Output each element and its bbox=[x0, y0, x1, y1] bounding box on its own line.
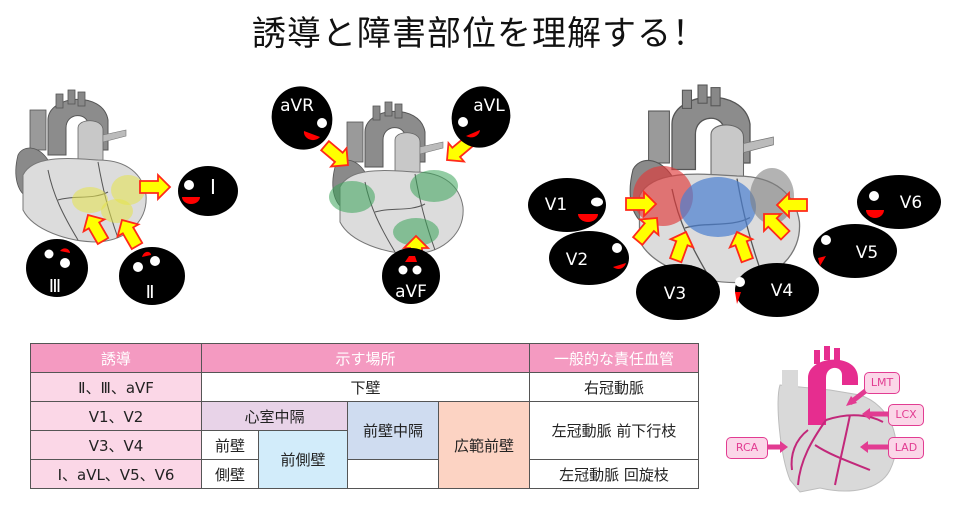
augmented-highlight bbox=[329, 181, 375, 213]
lead-face-I: Ⅰ bbox=[178, 166, 238, 216]
lead-cell: V1、V2 bbox=[30, 401, 202, 431]
heart-panel-augmented: aVR aVL aVF bbox=[271, 86, 511, 304]
page-title: 誘導と障害部位を理解する！ bbox=[252, 14, 707, 54]
coronary-heart bbox=[768, 346, 897, 493]
inferior-highlight bbox=[101, 199, 133, 223]
lead-cell: Ⅰ、aVL、V5、V6 bbox=[30, 459, 202, 489]
aorta bbox=[808, 359, 858, 425]
coronary-label-lcx: LCX bbox=[888, 404, 924, 426]
heart-panel-limb: Ⅰ Ⅲ Ⅱ bbox=[15, 89, 238, 305]
arrow-icon bbox=[862, 408, 870, 420]
lead-face-V3: V3 bbox=[636, 264, 720, 320]
lead-label: Ⅰ bbox=[210, 175, 216, 199]
heart-panel-precordial: V1 V2 V3 V4 V5 V6 bbox=[528, 84, 941, 320]
site-cell: 下壁 bbox=[201, 372, 530, 402]
lead-face-V5: V5 bbox=[813, 224, 897, 278]
arrow-icon bbox=[780, 441, 788, 453]
site-cell: 側壁 bbox=[201, 459, 259, 489]
vessel-cell: 左冠動脈 回旋枝 bbox=[529, 459, 699, 489]
site-cell: 心室中隔 bbox=[201, 401, 348, 431]
arrow-icon bbox=[860, 441, 868, 453]
header-lead: 誘導 bbox=[30, 343, 202, 373]
lead-label: aVL bbox=[473, 96, 505, 116]
lead-label: V1 bbox=[545, 195, 567, 215]
anterior-highlight bbox=[680, 177, 756, 237]
lead-cell: V3、V4 bbox=[30, 430, 202, 460]
lead-face-V6: V6 bbox=[857, 175, 941, 229]
vessel-cell: 左冠動脈 前下行枝 bbox=[529, 401, 699, 460]
inferior-highlight bbox=[72, 187, 108, 213]
header-vessel: 一般的な責任血管 bbox=[529, 343, 699, 373]
lead-label: Ⅱ bbox=[146, 282, 155, 303]
empty-cell bbox=[347, 459, 439, 489]
table-row: Ⅰ、aVL、V5、V6 側壁 左冠動脈 回旋枝 bbox=[30, 459, 699, 489]
lead-label: V6 bbox=[900, 193, 922, 213]
arrow-icon bbox=[846, 396, 857, 406]
lead-label: aVR bbox=[280, 96, 314, 116]
header-site: 示す場所 bbox=[201, 343, 530, 373]
lead-face-V1: V1 bbox=[528, 178, 606, 232]
vessel-cell: 右冠動脈 bbox=[529, 372, 699, 402]
lead-label: V2 bbox=[566, 250, 588, 270]
coronary-label-lad: LAD bbox=[888, 437, 924, 459]
coronary-vessels bbox=[790, 414, 884, 486]
extensive-anterior-cell: 広範前壁 bbox=[438, 401, 530, 489]
coronary-label-lmt: LMT bbox=[864, 372, 900, 394]
lead-label: aVF bbox=[395, 282, 427, 302]
lead-face-aVF: aVF bbox=[382, 248, 440, 304]
anteroseptal-cell: 前壁中隔 bbox=[347, 401, 439, 460]
lead-face-III: Ⅲ bbox=[26, 239, 88, 297]
lead-label: V4 bbox=[771, 281, 793, 301]
anterolateral-cell: 前側壁 bbox=[258, 430, 348, 489]
augmented-highlight bbox=[393, 218, 439, 246]
lead-label: Ⅲ bbox=[49, 276, 61, 297]
table-row: V1、V2 心室中隔 前壁中隔 広範前壁 左冠動脈 前下行枝 bbox=[30, 401, 699, 489]
lead-face-aVL: aVL bbox=[451, 86, 511, 148]
augmented-highlight bbox=[410, 170, 458, 202]
inferior-highlight bbox=[111, 175, 145, 205]
table-row: Ⅱ、Ⅲ、aVF 下壁 右冠動脈 bbox=[30, 372, 699, 402]
lead-face-II: Ⅱ bbox=[119, 247, 185, 305]
lead-label: V3 bbox=[664, 284, 686, 304]
lead-face-V4: V4 bbox=[735, 263, 819, 317]
lead-face-V2: V2 bbox=[549, 231, 629, 285]
lead-site-table: 誘導 示す場所 一般的な責任血管 Ⅱ、Ⅲ、aVF 下壁 右冠動脈 V1、V2 心… bbox=[30, 343, 699, 489]
table-header-row: 誘導 示す場所 一般的な責任血管 bbox=[30, 343, 699, 373]
lead-cell: Ⅱ、Ⅲ、aVF bbox=[30, 372, 202, 402]
lead-face-aVR: aVR bbox=[271, 86, 333, 150]
lead-label: V5 bbox=[856, 243, 878, 263]
coronary-label-rca: RCA bbox=[726, 437, 768, 459]
site-cell: 前壁 bbox=[201, 430, 259, 460]
